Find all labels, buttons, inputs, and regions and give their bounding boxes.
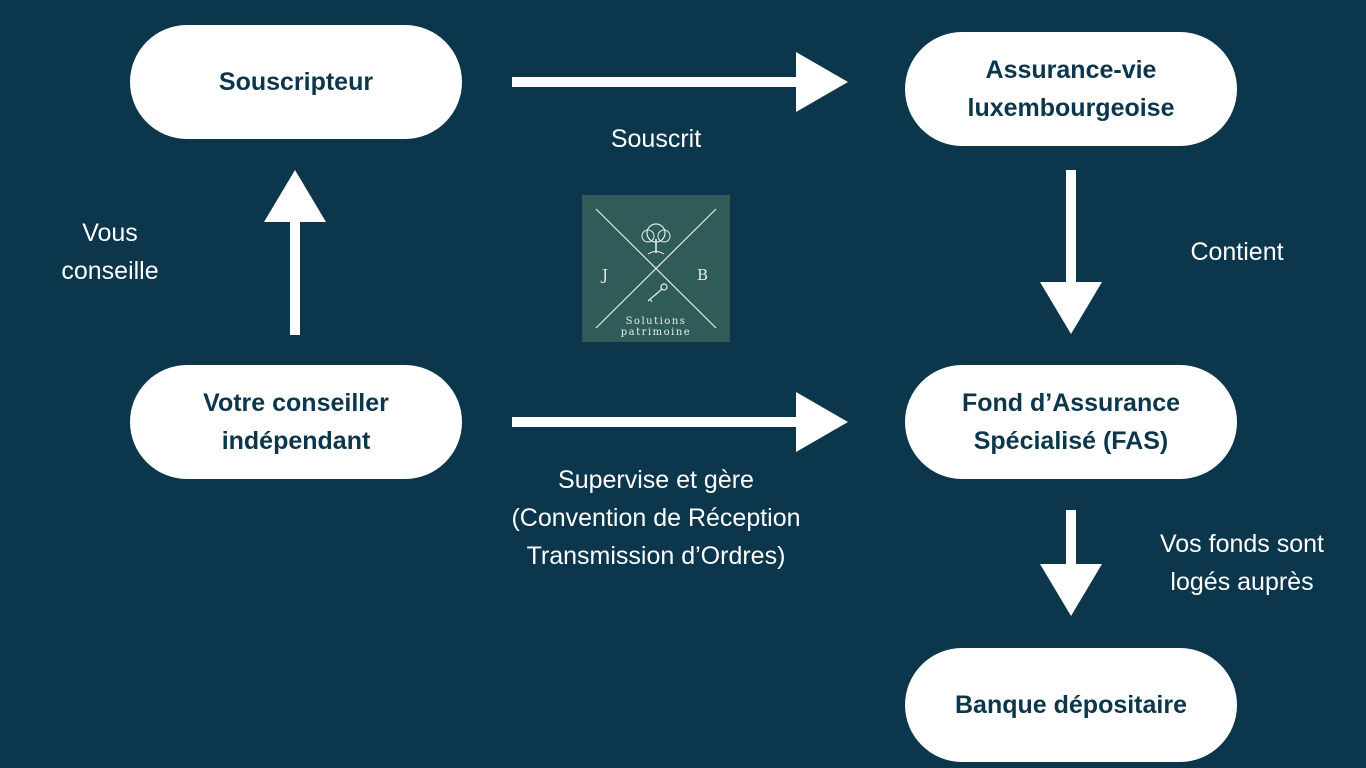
edge-label-fonds-loges: Vos fonds sont logés auprès xyxy=(1159,530,1324,596)
logo: J B Solutions patrimoine xyxy=(582,195,730,342)
node-fas-label: Fond d’Assurance Spécialisé (FAS) xyxy=(961,389,1181,455)
arrow-vous-conseille xyxy=(264,170,326,335)
logo-text-line2: patrimoine xyxy=(620,327,692,338)
edge-label-contient: Contient xyxy=(1190,238,1284,266)
node-souscripteur: Souscripteur xyxy=(130,25,462,139)
edge-label-souscrit: Souscrit xyxy=(610,125,702,153)
tree-icon xyxy=(641,223,671,255)
node-conseiller-label: Votre conseiller indépendant xyxy=(203,389,389,455)
arrow-fonds-loges xyxy=(1040,510,1102,616)
arrow-souscrit xyxy=(512,52,848,112)
node-banque: Banque dépositaire xyxy=(905,648,1237,762)
node-assurance-vie-label: Assurance-vie luxembourgeoise xyxy=(967,56,1175,122)
logo-cross xyxy=(595,208,717,329)
arrow-supervise xyxy=(512,392,848,452)
node-fas: Fond d’Assurance Spécialisé (FAS) xyxy=(905,365,1237,479)
node-souscripteur-label: Souscripteur xyxy=(218,68,374,96)
logo-letter-j: J xyxy=(602,266,609,284)
node-banque-label: Banque dépositaire xyxy=(955,691,1187,719)
key-icon xyxy=(647,283,668,303)
arrow-contient xyxy=(1040,170,1102,334)
edge-label-supervise: Supervise et gère (Convention de Récepti… xyxy=(511,466,801,570)
edge-label-vous-conseille: Vous conseille xyxy=(61,219,159,285)
node-conseiller: Votre conseiller indépendant xyxy=(130,365,462,479)
logo-text-line1: Solutions xyxy=(625,316,687,327)
node-assurance-vie: Assurance-vie luxembourgeoise xyxy=(905,32,1237,146)
logo-letter-b: B xyxy=(697,266,709,284)
